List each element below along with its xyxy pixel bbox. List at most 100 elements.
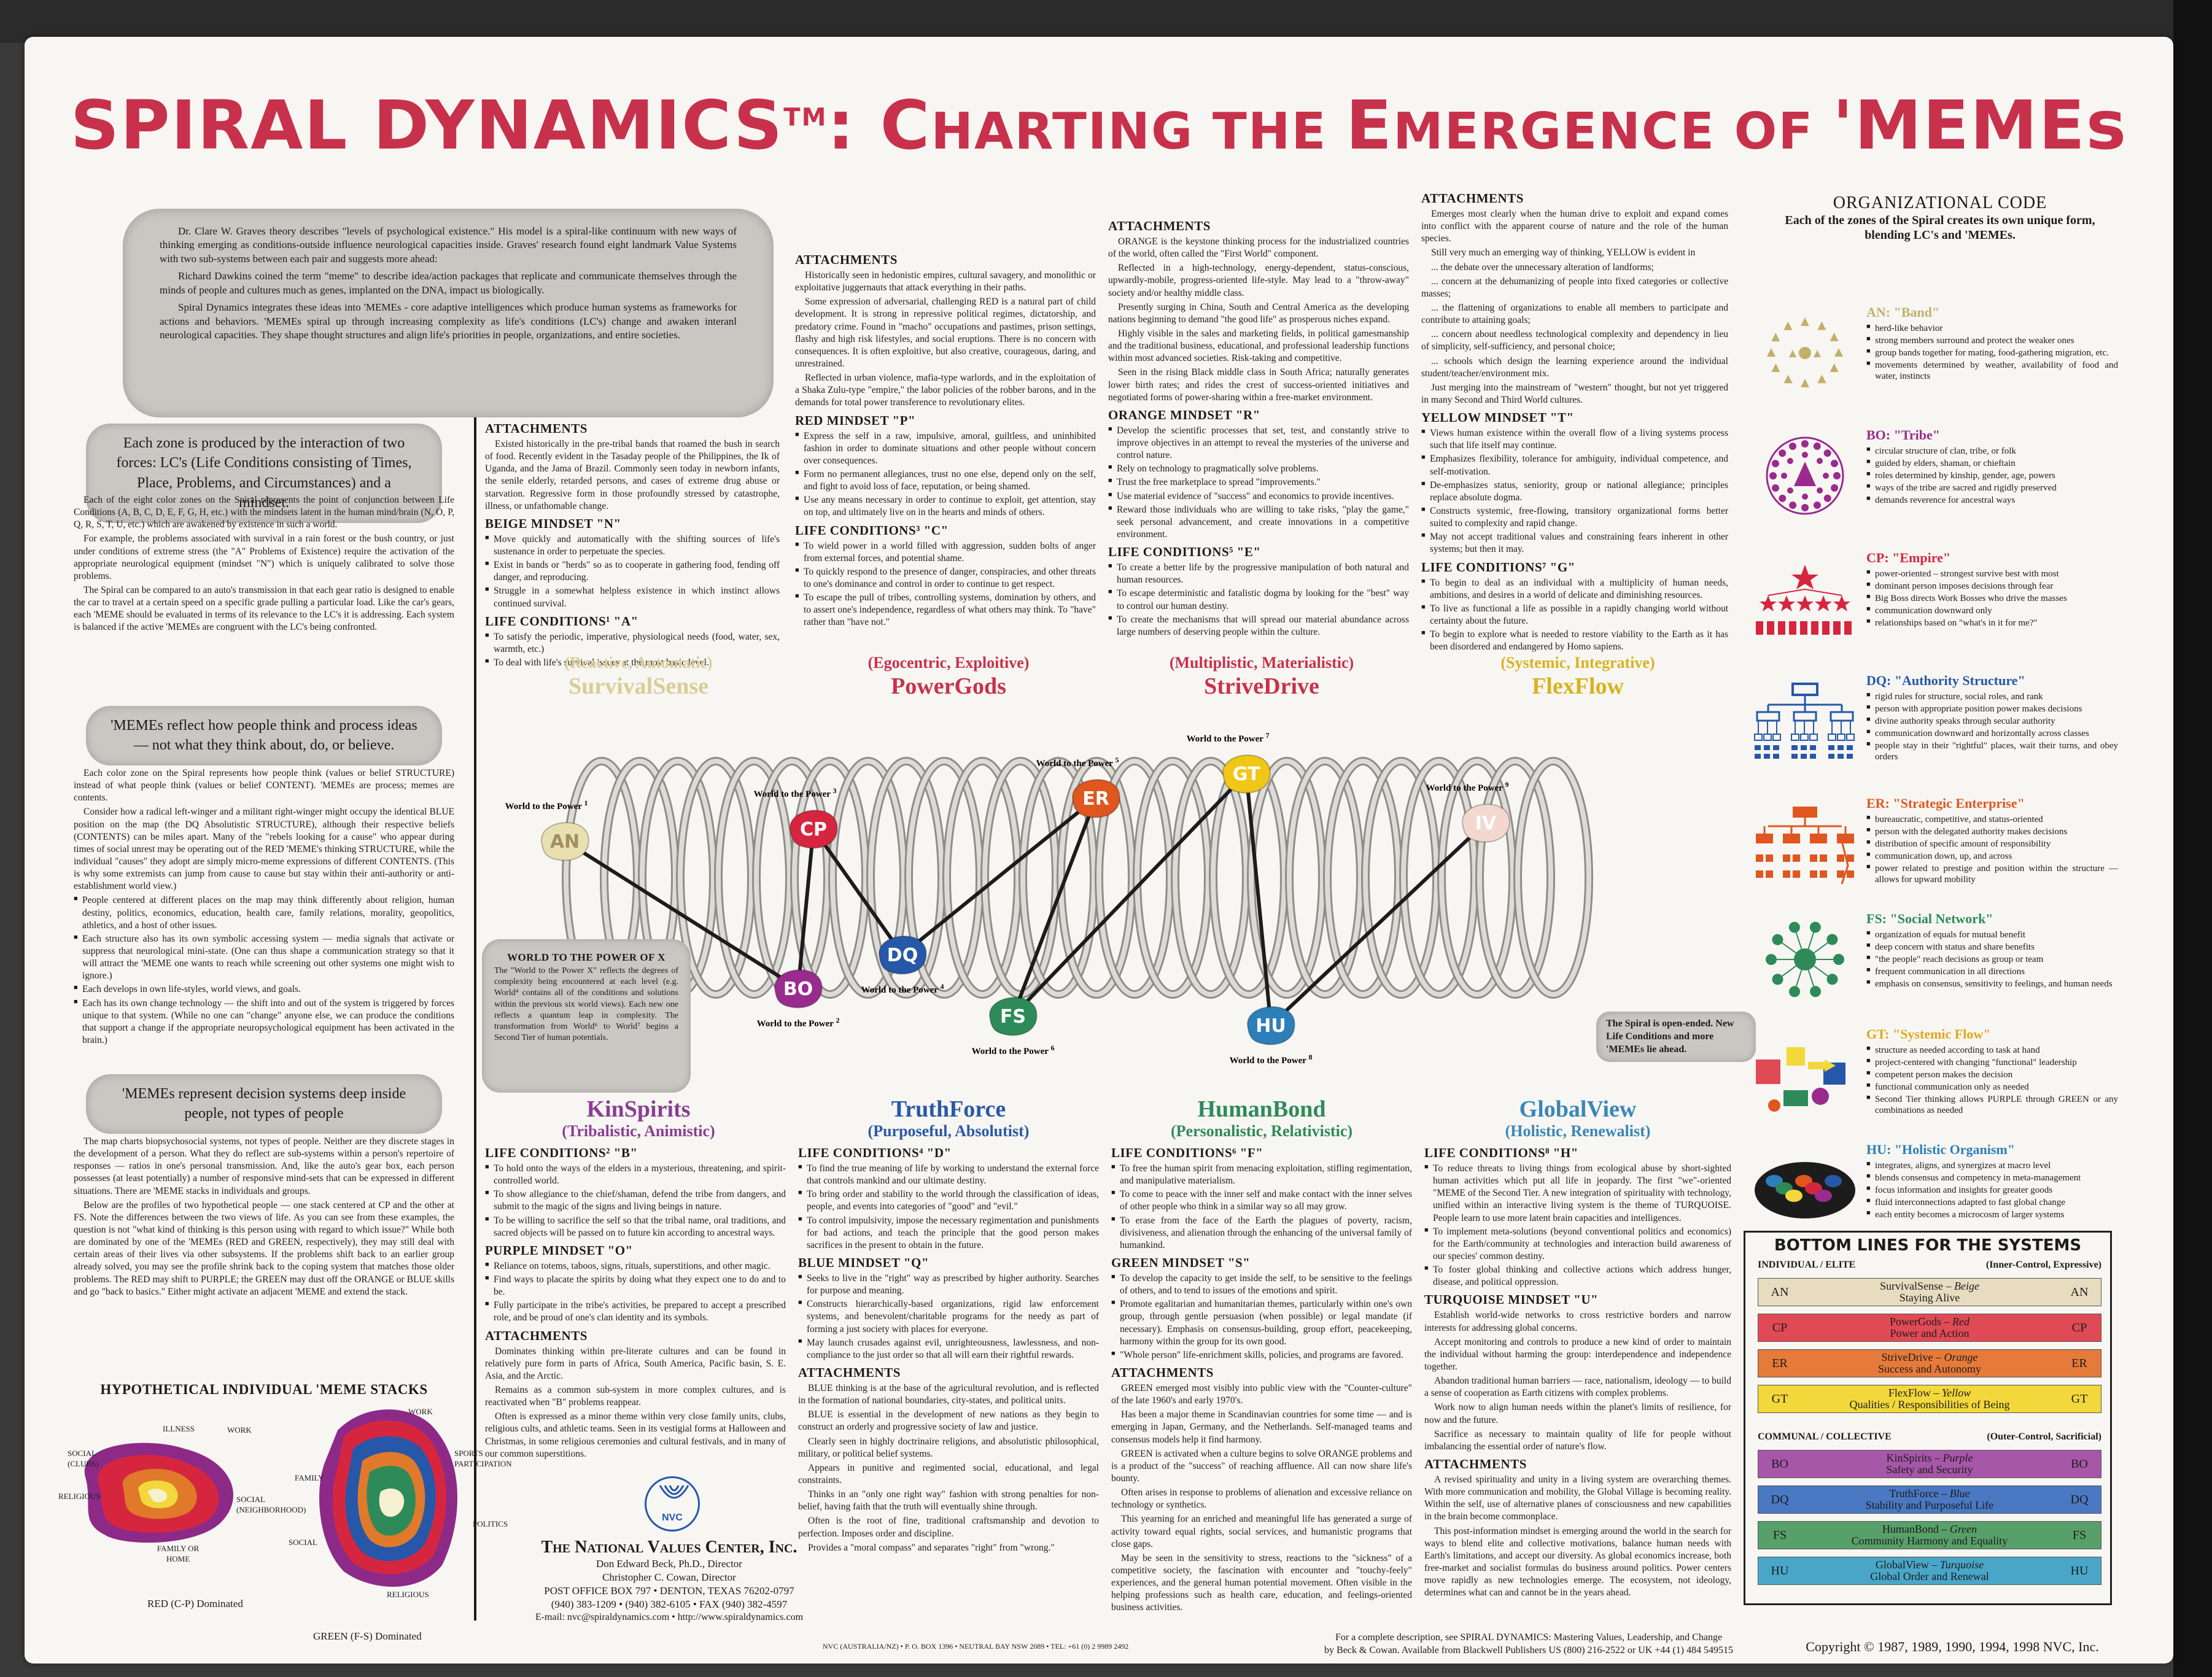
left-bullet: Each structure also has its own symbolic… (74, 933, 454, 983)
decision-note-box: 'MEMEs represent decision systems deep i… (86, 1074, 442, 1134)
stack-label: RELIGIOUS (387, 1590, 429, 1599)
row-system-name: TruthForce – Blue (1889, 1487, 1970, 1500)
section-paragraph: ORANGE is the keystone thinking process … (1108, 236, 1409, 260)
zone-subtitle: (Systemic, Integrative) (1500, 654, 1655, 672)
bottom-lines-panel: BOTTOM LINES FOR THE SYSTEMS INDIVIDUAL … (1744, 1231, 2112, 1605)
section-bullet: To show allegiance to the chief/shaman, … (485, 1188, 786, 1213)
meme-blob (1222, 754, 1271, 794)
section-heading: LIFE CONDITIONS⁴ "D" (798, 1145, 952, 1160)
spiral-coil-highlight (1173, 759, 1249, 997)
org-item-bullet: demands reverence for ancestral ways (1866, 495, 2118, 506)
section-paragraph: ... the flattening of organizations to e… (1421, 302, 1728, 326)
section-paragraph: A revised spirituality and unity in a li… (1424, 1474, 1731, 1522)
row-code-left: FS (1772, 1528, 1787, 1542)
row-bottom-line: Stability and Purposeful Life (1865, 1499, 1994, 1511)
zone-subtitle: (Multiplistic, Materialistic) (1169, 654, 1354, 672)
section-heading: LIFE CONDITIONS⁶ "F" (1111, 1145, 1263, 1160)
section-heading: LIFE CONDITIONS⁵ "E" (1108, 544, 1261, 560)
section-bullet: To erase from the face of the Earth the … (1111, 1215, 1412, 1252)
spiral-logo-icon (659, 1485, 689, 1499)
section-bullet: Reliance on totems, taboos, signs, ritua… (485, 1260, 786, 1272)
meme-blob (540, 822, 589, 861)
spiral-coil-highlight (716, 759, 792, 997)
meme-code-label: DQ (887, 945, 918, 966)
meme-code-label: BO (783, 978, 813, 1000)
row-system-name: KinSpirits – Purple (1886, 1452, 1973, 1465)
row-code-left: ER (1772, 1356, 1788, 1370)
band-icon (1767, 317, 1843, 387)
section-paragraph: This yearning for an enriched and meanin… (1111, 1514, 1412, 1549)
section-bullet: Exist in bands or "herds" so as to coope… (485, 559, 780, 584)
world-power-label: World to the Power 7 (1187, 731, 1270, 744)
section-heading: ATTACHMENTS (1421, 191, 1524, 206)
section-paragraph: Provides a "moral compass" and separates… (808, 1542, 1055, 1553)
section-paragraph: ... the debate over the unnecessary alte… (1431, 261, 1654, 273)
section-paragraph: Presently surging in China, South and Ce… (1108, 301, 1409, 325)
row-color-name: Beige (1954, 1280, 1979, 1293)
section-paragraph: Reflected in a high-technology, energy-d… (1108, 263, 1409, 298)
section-bullet: To hold onto the ways of the elders in a… (485, 1163, 786, 1187)
world-power-exponent: 2 (836, 1016, 839, 1024)
org-item-bullet: communication downward and horizontally … (1866, 728, 2118, 739)
section-paragraph: Has been a major theme in Scandinavian c… (1111, 1409, 1412, 1445)
individual-header: INDIVIDUAL / ELITE(Inner-Control, Expres… (1758, 1260, 2101, 1270)
section-paragraph: Some expression of adversarial, challeng… (795, 296, 1096, 369)
org-item: FS: "Social Network"organization of equa… (1866, 911, 2118, 991)
org-item-bullet: focus information and insights for great… (1866, 1185, 2118, 1196)
section-paragraph: BLUE is essential in the development of … (798, 1409, 1099, 1433)
green-column: LIFE CONDITIONS⁶ "F"To free the human sp… (1111, 1142, 1412, 1616)
org-item-bullet: rigid rules for structure, social roles,… (1866, 691, 2118, 702)
meme-blob (1461, 804, 1510, 843)
world-power-label: World to the Power 5 (1036, 756, 1119, 769)
section-paragraph: Historically seen in hedonistic empires,… (795, 270, 1096, 293)
section-paragraph: Sacrifice as necessary to maintain quali… (1424, 1428, 1731, 1452)
divider-line (474, 417, 476, 1621)
world-power-exponent: 6 (1050, 1044, 1054, 1052)
org-item-bullet: emphasis on consensus, sensitivity to fe… (1866, 978, 2118, 990)
world-power-exponent: 9 (1505, 780, 1508, 789)
spiral-coil-highlight (830, 759, 906, 997)
meme-code-label: AN (550, 831, 580, 853)
stack-label: WORK (227, 1425, 252, 1435)
section-bullet: To control impulsivity, impose the neces… (798, 1215, 1099, 1252)
section-paragraph: Appears in punitive and regimented socia… (798, 1462, 1099, 1485)
left-paragraph: Below are the profiles of two hypothetic… (74, 1199, 454, 1297)
section-paragraph: Often arises in response to problems of … (1111, 1487, 1412, 1511)
org-item-bullet: person with the delegated authority make… (1866, 826, 2118, 837)
section-heading: LIFE CONDITIONS³ "C" (795, 522, 949, 538)
left-paragraph: The Spiral can be compared to an auto's … (74, 584, 454, 633)
section-bullet: Fully participate in the tribe's activit… (485, 1299, 786, 1324)
org-item: GT: "Systemic Flow"structure as needed a… (1866, 1026, 2118, 1117)
section-bullet: Reward those individuals who are willing… (1108, 504, 1409, 541)
section-paragraph: Clearly seen in highly doctrinaire relig… (798, 1436, 1099, 1459)
zone-subtitle: (Holistic, Renewalist) (1505, 1122, 1651, 1140)
zone-name: PowerGods (891, 673, 1006, 699)
purple-column: LIFE CONDITIONS² "B"To hold onto the way… (485, 1142, 786, 1462)
org-item-bullet: divine authority speaks through secular … (1866, 716, 2118, 727)
world-power-label: World to the Power 8 (1230, 1053, 1313, 1066)
stack-label: SOCIAL (NEIGHBORHOOD) (236, 1495, 306, 1514)
spiral-coil-highlight (1363, 759, 1439, 997)
stack-label: FAMILY (295, 1473, 324, 1482)
world-power-exponent: 7 (1265, 731, 1269, 740)
left-paragraph: Each of the eight color zones on the Spi… (74, 495, 454, 530)
section-heading: BLUE MINDSET "Q" (798, 1255, 929, 1270)
green-stack-caption: GREEN (F-S) Dominated (313, 1630, 422, 1642)
zone-subtitle: (Purposeful, Absolutist) (867, 1122, 1030, 1140)
world-power-label: World to the Power 1 (505, 799, 588, 811)
row-bottom-line: Community Harmony and Equality (1851, 1535, 2008, 1547)
section-bullet: May launch crusades against evil, unrigh… (798, 1337, 1099, 1361)
left-paragraph: Consider how a radical left-winger and a… (74, 807, 454, 892)
row-system-name: GlobalView – Turquoise (1875, 1559, 1984, 1571)
section-bullet: Constructs hierarchically-based organiza… (798, 1298, 1099, 1335)
